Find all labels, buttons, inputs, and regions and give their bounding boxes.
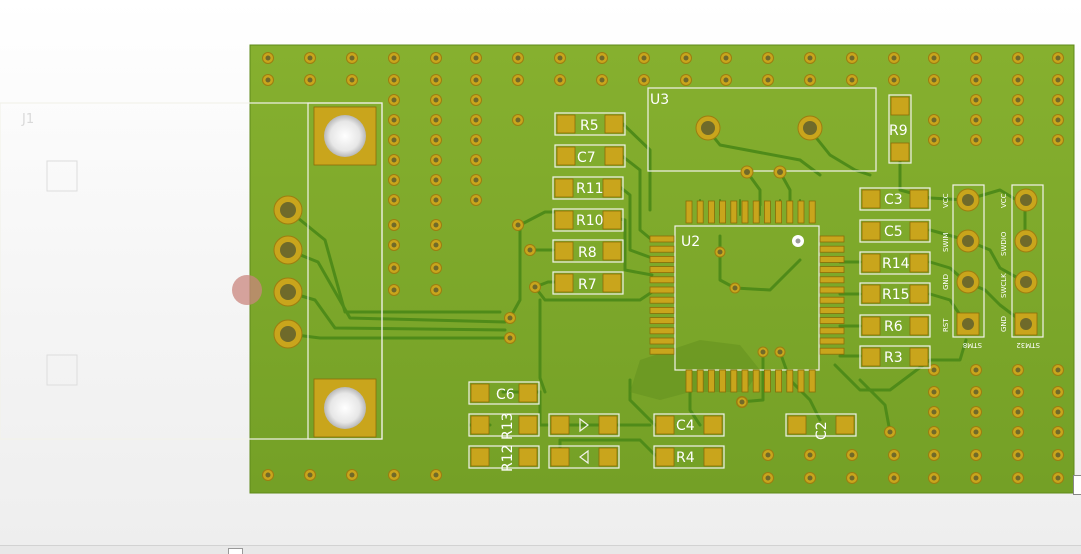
component-u2[interactable] [649, 200, 845, 408]
pin-label-stm32-vcc: VCC [1000, 193, 1008, 208]
u2-pin [819, 235, 845, 243]
header-name-stm8: STM8 [963, 341, 982, 349]
cursor-highlight [232, 275, 262, 305]
pin-label-stm32-gnd: GND [1000, 316, 1008, 332]
u2-pin [786, 200, 794, 224]
passive-components[interactable] [468, 94, 931, 469]
label-r5: R5 [580, 118, 599, 134]
label-u3: U3 [650, 92, 669, 108]
diode-bottom [579, 449, 589, 465]
header-name-stm32: STM32 [1016, 341, 1040, 349]
label-r10: R10 [576, 213, 604, 229]
scroll-marker[interactable] [228, 548, 243, 554]
header-stm8[interactable] [956, 188, 980, 336]
u2-pin [708, 369, 715, 393]
label-r13: R13 [500, 412, 516, 440]
u2-pin [819, 255, 845, 263]
u2-pin [797, 369, 805, 393]
u2-pin [649, 306, 675, 314]
label-c5: C5 [884, 224, 903, 240]
u2-pin [808, 369, 816, 393]
u2-pin [649, 327, 675, 335]
u2-pin [719, 200, 726, 224]
pin-label-stm8-swim: SWIM [942, 233, 950, 252]
label-c4: C4 [676, 418, 695, 434]
u2-pin [649, 317, 675, 325]
label-r7: R7 [578, 277, 597, 293]
copper-traces [286, 122, 1027, 457]
edge-handle[interactable] [1073, 475, 1081, 495]
u2-pin [685, 200, 693, 224]
label-r9: R9 [889, 123, 908, 139]
u2-pin [649, 337, 675, 345]
label-r14: R14 [882, 256, 910, 272]
label-c3: C3 [884, 192, 903, 208]
u2-pin [649, 255, 675, 263]
via-grid [262, 52, 1064, 484]
u2-pin [786, 369, 794, 393]
diode-top [579, 417, 589, 433]
u2-pin [819, 286, 845, 294]
u2-pin [775, 200, 782, 224]
label-c7: C7 [577, 150, 596, 166]
header-stm32[interactable] [1014, 188, 1038, 336]
u2-pin [752, 369, 760, 393]
pin-label-stm32-swclk: SWCLK [1000, 273, 1008, 298]
u2-pin [649, 266, 675, 274]
u2-pin [649, 276, 675, 284]
u2-pin [649, 286, 675, 294]
u2-pin [752, 200, 760, 224]
pin-label-stm8-rst: RST [942, 318, 950, 332]
u2-pin [797, 200, 805, 224]
u2-pin [730, 369, 738, 393]
u2-pin [685, 369, 693, 393]
u2-pin [819, 337, 845, 345]
u2-pin [649, 235, 675, 243]
label-r12: R12 [500, 444, 516, 472]
u2-pin [819, 347, 845, 355]
u2-pin [819, 296, 845, 304]
u2-pin [775, 369, 782, 393]
label-r11: R11 [576, 181, 604, 197]
u2-pin [696, 200, 704, 224]
label-r6: R6 [884, 319, 903, 335]
label-j1: J1 [21, 112, 34, 127]
u2-pin [649, 245, 675, 253]
component-u3[interactable] [695, 115, 823, 179]
label-c6: C6 [496, 387, 515, 403]
u2-pin [819, 276, 845, 284]
u2-pin [708, 200, 715, 224]
label-r15: R15 [882, 287, 910, 303]
u2-pin [819, 306, 845, 314]
label-c2: C2 [814, 421, 830, 440]
u2-pin [819, 327, 845, 335]
pin-label-stm8-gnd: GND [942, 274, 950, 290]
u2-pin [819, 266, 845, 274]
u2-pin [649, 296, 675, 304]
pin-label-stm8-vcc: VCC [942, 193, 950, 208]
silkscreen-outlines [0, 87, 1044, 440]
label-r3: R3 [884, 350, 903, 366]
connector-j1[interactable] [273, 106, 377, 438]
u2-pin [819, 317, 845, 325]
u2-pin [696, 369, 704, 393]
u2-pin [808, 200, 816, 224]
label-r4: R4 [676, 450, 695, 466]
u2-pin [719, 369, 726, 393]
u2-pin [741, 369, 749, 393]
label-u2: U2 [681, 234, 700, 250]
pin-label-stm32-swdio: SWDIO [1000, 231, 1008, 256]
status-strip [0, 545, 1081, 554]
u2-pin [819, 245, 845, 253]
u2-pin [730, 200, 738, 224]
label-r8: R8 [578, 245, 597, 261]
u2-pin [649, 347, 675, 355]
u2-pin [764, 369, 771, 393]
u2-pin [741, 200, 749, 224]
u2-pin [764, 200, 771, 224]
